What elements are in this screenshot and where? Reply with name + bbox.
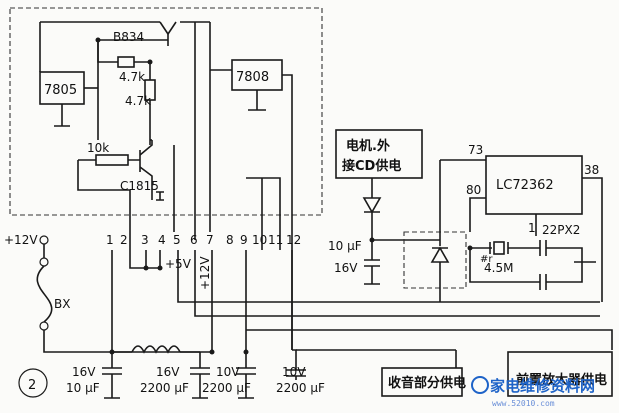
watermark-brand: 家电维修资料网	[490, 377, 595, 395]
ic-pin-1: 1	[528, 221, 536, 235]
7808-ground	[248, 90, 266, 111]
fuse-label: BX	[54, 297, 70, 311]
supply-label: +12V	[4, 233, 38, 247]
cap-mid-volt: 16V	[334, 261, 358, 275]
cap1-volt: 16V	[72, 365, 96, 379]
motor-label-1: 电机.外	[346, 138, 390, 154]
crystal-label: 4.5M	[484, 261, 513, 275]
cap3-volt: 10V	[216, 365, 240, 379]
rail-12v-label: +12V	[198, 256, 212, 290]
motor-cd-box	[335, 129, 423, 179]
resistor-r2	[144, 79, 156, 101]
cap-22px2-b	[539, 274, 547, 290]
10k-label: 10k	[87, 141, 109, 155]
pin-8: 8	[226, 233, 234, 247]
cap-22px2-label: 22PX2	[542, 223, 580, 237]
cap-3	[236, 352, 256, 399]
pin-6: 6	[190, 233, 198, 247]
cap3-val: 2200 μF	[202, 381, 251, 395]
radio-supply-label: 收音部分供电	[388, 375, 466, 391]
pin-3: 3	[141, 233, 149, 247]
watermark-logo-icon	[471, 376, 489, 394]
fuse-bx	[36, 265, 53, 323]
c1815-transistor	[139, 140, 153, 190]
figure-number: 2	[28, 378, 36, 393]
7805-label: 7805	[44, 83, 77, 98]
cap-1	[102, 352, 122, 399]
radio-supply-box	[381, 367, 463, 397]
cap4-val: 2200 μF	[276, 381, 325, 395]
cap4-volt: 10V	[282, 365, 306, 379]
ic-label: LC72362	[496, 178, 554, 193]
module-outline	[9, 7, 323, 216]
r2-label: 4.7k	[125, 94, 151, 108]
inductor-coil	[112, 345, 200, 354]
pin-5: 5	[173, 233, 181, 247]
watermark-url: www.52010.com	[492, 399, 555, 408]
preamp-supply-label: 前置放大器供电	[516, 372, 607, 388]
ic-pin-73: 73	[468, 143, 483, 157]
figure-number-circle	[18, 368, 48, 398]
b834-label: B834	[113, 30, 144, 44]
preamp-supply-box	[507, 351, 613, 397]
pin-4: 4	[158, 233, 166, 247]
pin-10: 10	[252, 233, 267, 247]
pin-12: 12	[286, 233, 301, 247]
pin-2: 2	[120, 233, 128, 247]
diode-block-outline	[403, 231, 467, 289]
cap2-volt: 16V	[156, 365, 180, 379]
regulator-7805	[39, 71, 85, 105]
motor-label-2: 接CD供电	[342, 158, 401, 174]
pin-9: 9	[240, 233, 248, 247]
ic-lc72362	[485, 155, 583, 215]
cap-2	[190, 352, 210, 399]
pin-1: 1	[106, 233, 114, 247]
ic-pin-38: 38	[584, 163, 599, 177]
crystal	[493, 241, 505, 255]
crystal-mark: #r	[480, 254, 493, 265]
ic-pin-80: 80	[466, 183, 481, 197]
cap2-val: 2200 μF	[140, 381, 189, 395]
r1-label: 4.7k	[119, 70, 145, 84]
cap-22px2-a	[539, 240, 547, 256]
resistor-r1	[117, 56, 135, 68]
cap-mid-val: 10 μF	[328, 239, 362, 253]
pin-7: 7	[206, 233, 214, 247]
c1815-label: C1815	[120, 179, 159, 193]
7805-ground	[54, 104, 70, 127]
cap1-val: 10 μF	[66, 381, 100, 395]
7808-label: 7808	[236, 70, 269, 85]
